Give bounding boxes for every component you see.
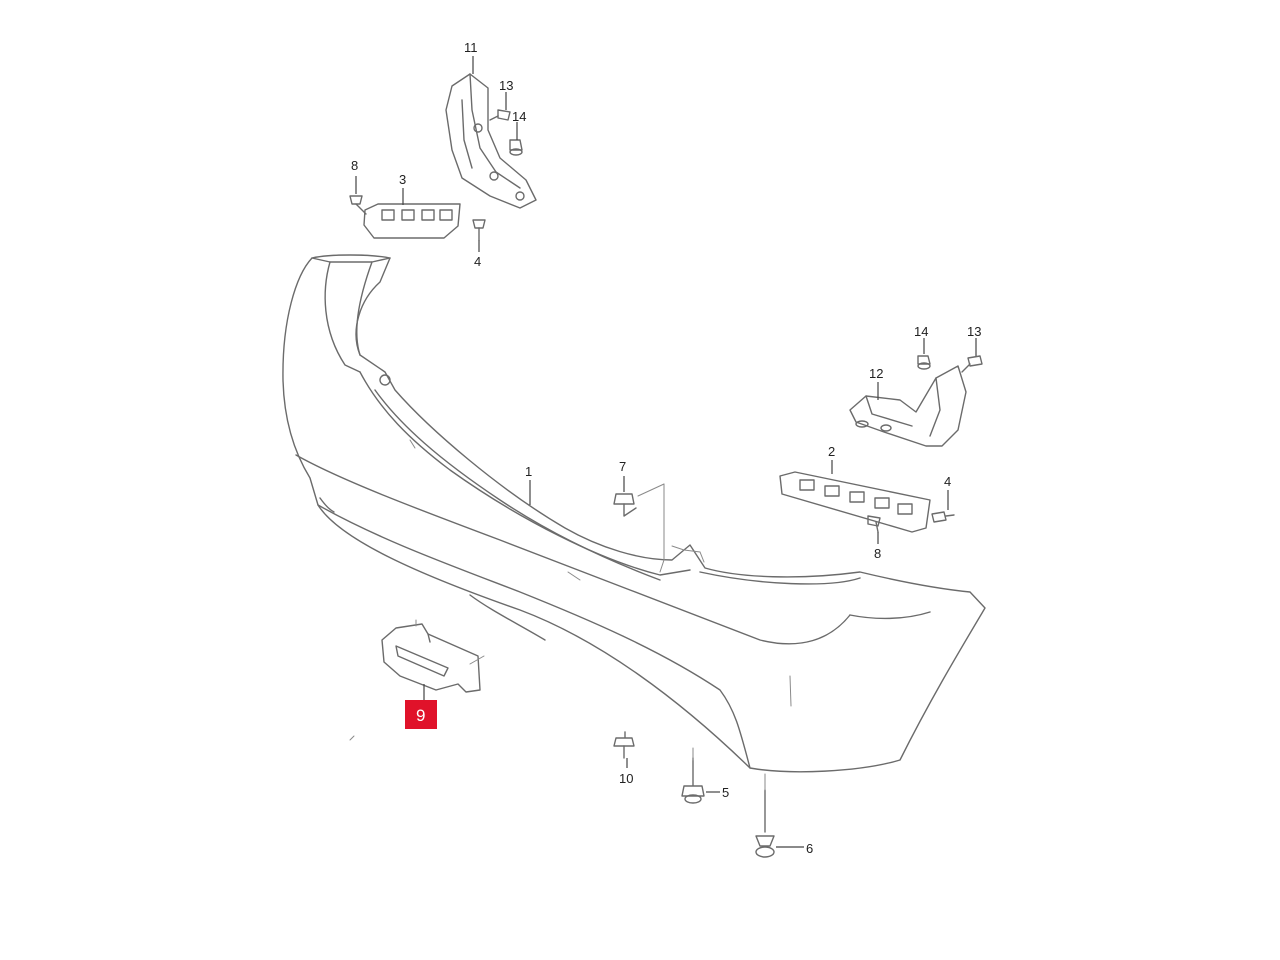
screw-8-right[interactable] — [867, 515, 881, 533]
callout-8-right: 8 — [874, 546, 881, 561]
assembly-guide-lines — [349, 545, 766, 791]
callout-5: 5 — [722, 785, 729, 800]
callout-8-left: 8 — [351, 158, 358, 173]
callout-7: 7 — [619, 459, 626, 474]
callout-3: 3 — [399, 172, 406, 187]
callout-1: 1 — [525, 464, 532, 479]
callout-14-left: 14 — [512, 109, 526, 124]
right-bumper-bracket[interactable] — [779, 471, 931, 533]
screw-13-left[interactable] — [489, 109, 511, 121]
left-side-bracket[interactable] — [445, 73, 537, 209]
nut-14-left[interactable] — [509, 139, 523, 156]
bumper-cover[interactable] — [282, 254, 986, 773]
callout-11: 11 — [464, 40, 478, 55]
right-side-bracket[interactable] — [849, 365, 967, 447]
callout-6: 6 — [806, 841, 813, 856]
rear-bumper-bracket-9[interactable] — [381, 619, 485, 693]
screw-right[interactable] — [931, 511, 955, 523]
callout-4-right: 4 — [944, 474, 951, 489]
callout-14-right: 14 — [914, 324, 928, 339]
callout-10: 10 — [619, 771, 633, 786]
callout-12: 12 — [869, 366, 883, 381]
bolt-7[interactable] — [613, 476, 665, 561]
callout-13-right: 13 — [967, 324, 981, 339]
screw-13-right[interactable] — [961, 355, 983, 373]
highlight-box-9 — [405, 700, 437, 729]
callout-13-left: 13 — [499, 78, 513, 93]
callout-9: 9 — [416, 706, 425, 725]
nut-14-right[interactable] — [917, 355, 931, 370]
left-bumper-bracket[interactable] — [363, 203, 461, 239]
callout-4-left: 4 — [474, 254, 481, 269]
screw-left[interactable] — [472, 219, 486, 241]
callout-2: 2 — [828, 444, 835, 459]
screw-8-left[interactable] — [349, 195, 367, 215]
screw-10[interactable] — [613, 731, 635, 759]
clip[interactable] — [755, 789, 775, 858]
nut[interactable] — [681, 757, 705, 804]
